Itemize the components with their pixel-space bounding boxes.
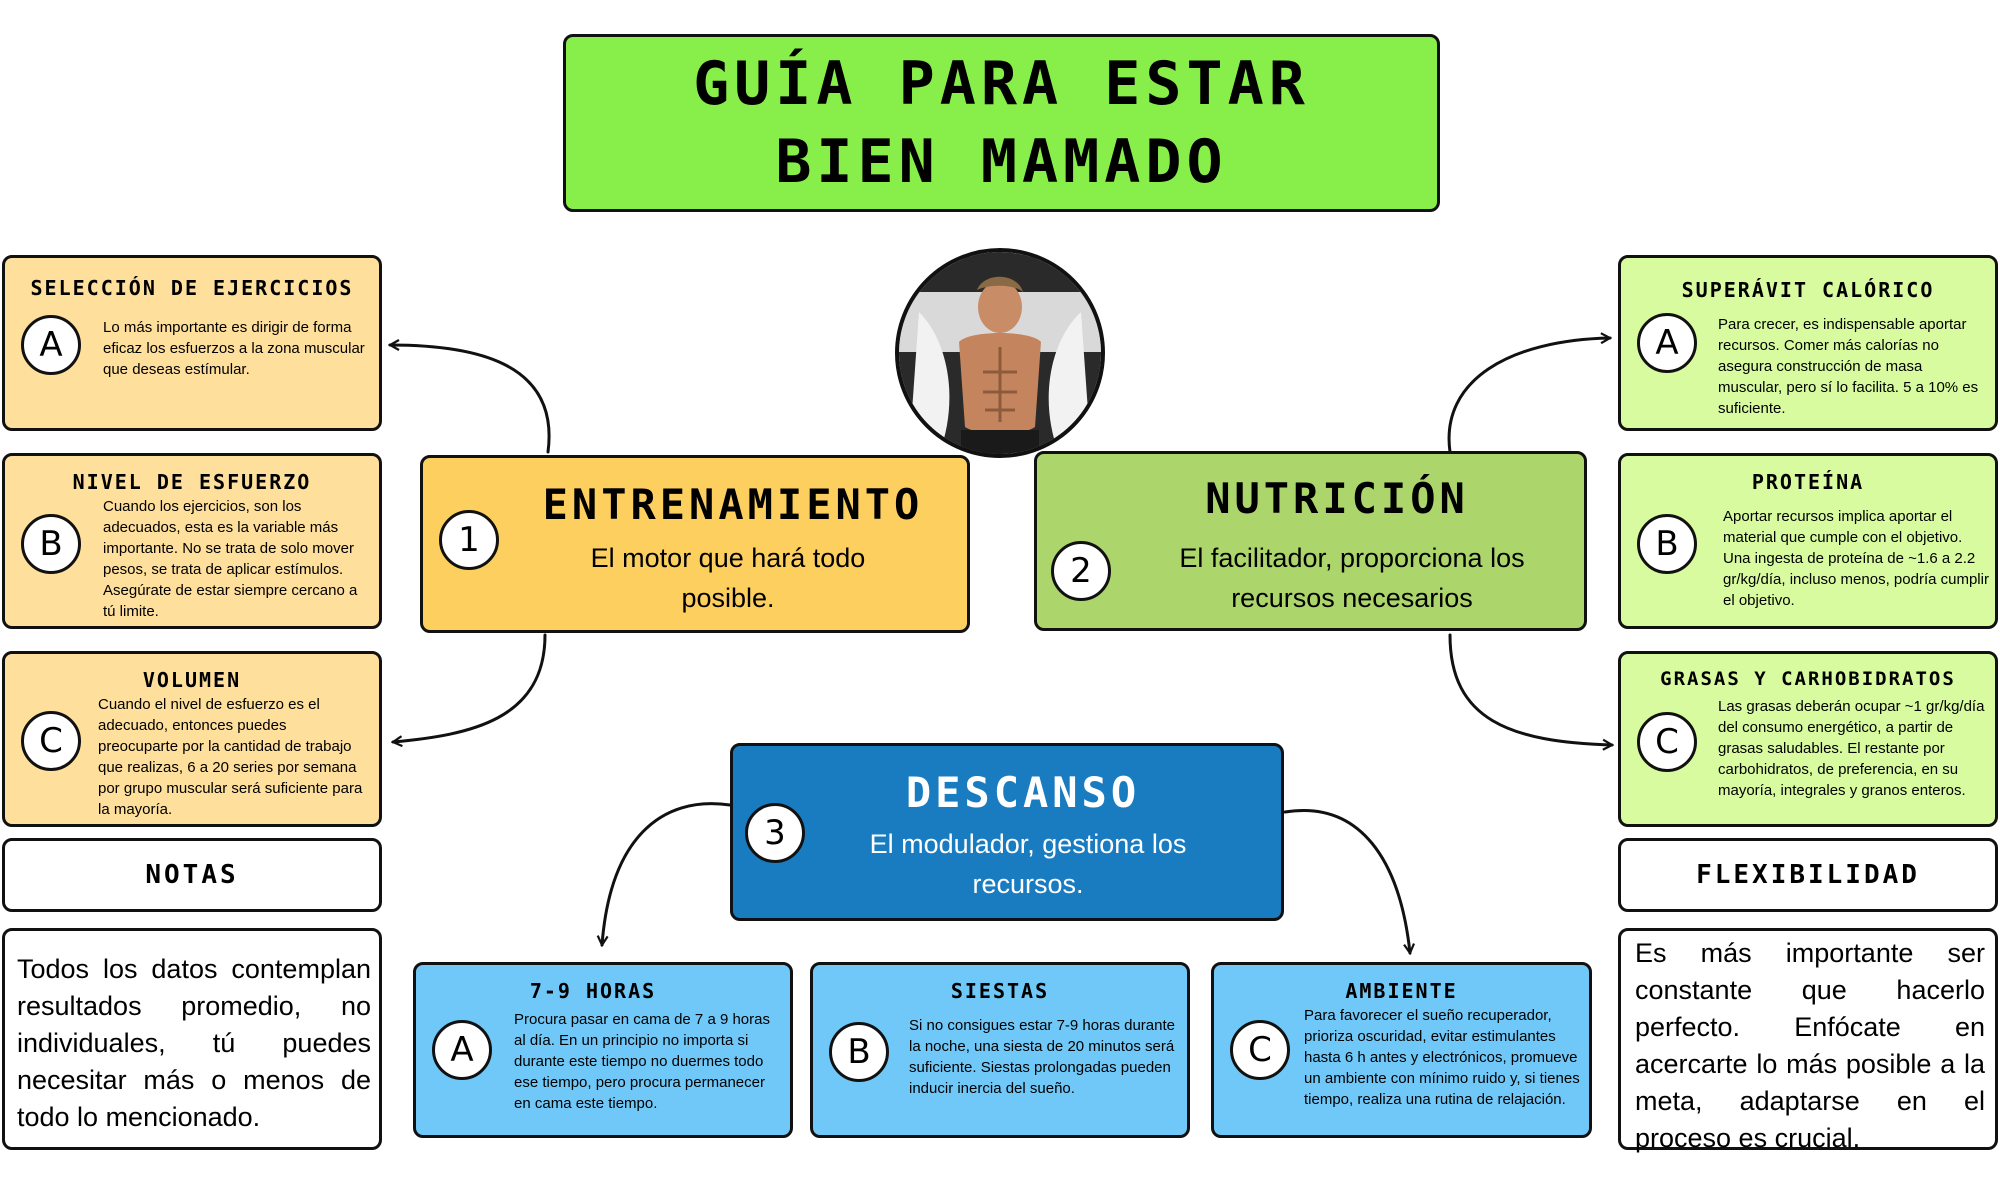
rest-card-text: Para favorecer el sueño recuperador, pri… bbox=[1304, 1007, 1580, 1108]
rest-card-title: 7-9 HORAS bbox=[529, 979, 657, 1003]
nutrition-card-b: PROTEÍNA B Aportar recursos implica apor… bbox=[1618, 453, 1998, 629]
descanso-box: 3 DESCANSO El modulador, gestiona los re… bbox=[730, 743, 1284, 921]
notas-label: NOTAS bbox=[145, 860, 239, 890]
title-line-2: BIEN MAMADO bbox=[775, 127, 1228, 197]
nutricion-subtitle: El facilitador, proporciona los recursos… bbox=[1179, 543, 1525, 613]
badge-number-1: 1 bbox=[439, 510, 499, 570]
title-box: GUÍA PARA ESTAR BIEN MAMADO bbox=[563, 34, 1440, 212]
badge-number-2: 2 bbox=[1051, 541, 1111, 601]
descanso-title: DESCANSO bbox=[905, 768, 1141, 817]
nutricion-title: NUTRICIÓN bbox=[1205, 474, 1469, 523]
rest-card-text: Si no consigues estar 7-9 horas durante … bbox=[909, 1017, 1175, 1097]
nutrition-card-text: Para crecer, es indispensable aportar re… bbox=[1718, 316, 1979, 417]
badge-letter-c: C bbox=[1637, 712, 1697, 772]
training-card-text: Lo más importante es dirigir de forma ef… bbox=[103, 319, 365, 378]
training-card-text: Cuando los ejercicios, son los adecuados… bbox=[103, 498, 358, 620]
rest-card-a: 7-9 HORAS A Procura pasar en cama de 7 a… bbox=[413, 962, 793, 1138]
notas-text: Todos los datos contemplan resultados pr… bbox=[17, 954, 371, 1132]
flexibilidad-text: Es más importante ser constante que hace… bbox=[1635, 938, 1985, 1153]
page-title: GUÍA PARA ESTAR BIEN MAMADO bbox=[693, 45, 1310, 201]
badge-letter-b: B bbox=[21, 514, 81, 574]
badge-letter-b: B bbox=[1637, 514, 1697, 574]
rest-card-title: AMBIENTE bbox=[1345, 979, 1458, 1003]
nutrition-card-title: PROTEÍNA bbox=[1751, 470, 1865, 494]
nutrition-card-c: GRASAS Y CARHOBIDRATOS C Las grasas debe… bbox=[1618, 651, 1998, 827]
training-card-c: VOLUMEN C Cuando el nivel de esfuerzo es… bbox=[2, 651, 382, 827]
rest-card-text: Procura pasar en cama de 7 a 9 horas al … bbox=[514, 1011, 770, 1112]
curved-arrow-icon bbox=[1283, 809, 1410, 953]
training-card-b: NIVEL DE ESFUERZO B Cuando los ejercicio… bbox=[2, 453, 382, 629]
curved-arrow-icon bbox=[1448, 633, 1612, 745]
curved-arrow-icon bbox=[1447, 338, 1610, 454]
training-card-title: SELECCIÓN DE EJERCICIOS bbox=[30, 276, 354, 300]
badge-letter-a: A bbox=[21, 315, 81, 375]
nutricion-box: 2 NUTRICIÓN El facilitador, proporciona … bbox=[1034, 451, 1587, 631]
flexibilidad-label-box: FLEXIBILIDAD bbox=[1618, 838, 1998, 912]
nutrition-card-a: SUPERÁVIT CALÓRICO A Para crecer, es ind… bbox=[1618, 255, 1998, 431]
curved-arrow-icon bbox=[390, 345, 551, 454]
flexibilidad-label: FLEXIBILIDAD bbox=[1696, 860, 1920, 890]
rest-card-c: AMBIENTE C Para favorecer el sueño recup… bbox=[1211, 962, 1592, 1138]
descanso-subtitle: El modulador, gestiona los recursos. bbox=[869, 829, 1187, 899]
notas-label-box: NOTAS bbox=[2, 838, 382, 912]
badge-letter-b: B bbox=[829, 1022, 889, 1082]
entrenamiento-title: ENTRENAMIENTO bbox=[542, 480, 924, 529]
curved-arrow-icon bbox=[393, 633, 547, 742]
training-card-title: VOLUMEN bbox=[142, 668, 242, 692]
nutrition-card-title: GRASAS Y CARHOBIDRATOS bbox=[1660, 668, 1956, 690]
curved-arrow-icon bbox=[602, 802, 732, 945]
badge-letter-c: C bbox=[1230, 1020, 1290, 1080]
entrenamiento-subtitle: El motor que hará todo posible. bbox=[590, 543, 866, 613]
nutrition-card-text: Las grasas deberán ocupar ~1 gr/kg/día d… bbox=[1718, 698, 1985, 799]
title-line-1: GUÍA PARA ESTAR bbox=[693, 49, 1310, 119]
badge-letter-a: A bbox=[1637, 313, 1697, 373]
rest-card-b: SIESTAS B Si no consigues estar 7-9 hora… bbox=[810, 962, 1190, 1138]
badge-letter-c: C bbox=[21, 711, 81, 771]
rest-card-title: SIESTAS bbox=[950, 979, 1050, 1003]
notas-box: Todos los datos contemplan resultados pr… bbox=[2, 928, 382, 1150]
nutrition-card-title: SUPERÁVIT CALÓRICO bbox=[1681, 278, 1935, 302]
nutrition-card-text: Aportar recursos implica aportar el mate… bbox=[1723, 508, 1989, 609]
badge-letter-a: A bbox=[432, 1020, 492, 1080]
shirtless-athlete-photo bbox=[895, 248, 1105, 458]
training-card-title: NIVEL DE ESFUERZO bbox=[72, 470, 312, 494]
training-card-text: Cuando el nivel de esfuerzo es el adecua… bbox=[98, 696, 363, 818]
badge-number-3: 3 bbox=[745, 803, 805, 863]
training-card-a: SELECCIÓN DE EJERCICIOS A Lo más importa… bbox=[2, 255, 382, 431]
entrenamiento-box: 1 ENTRENAMIENTO El motor que hará todo p… bbox=[420, 455, 970, 633]
flexibilidad-box: Es más importante ser constante que hace… bbox=[1618, 928, 1998, 1153]
